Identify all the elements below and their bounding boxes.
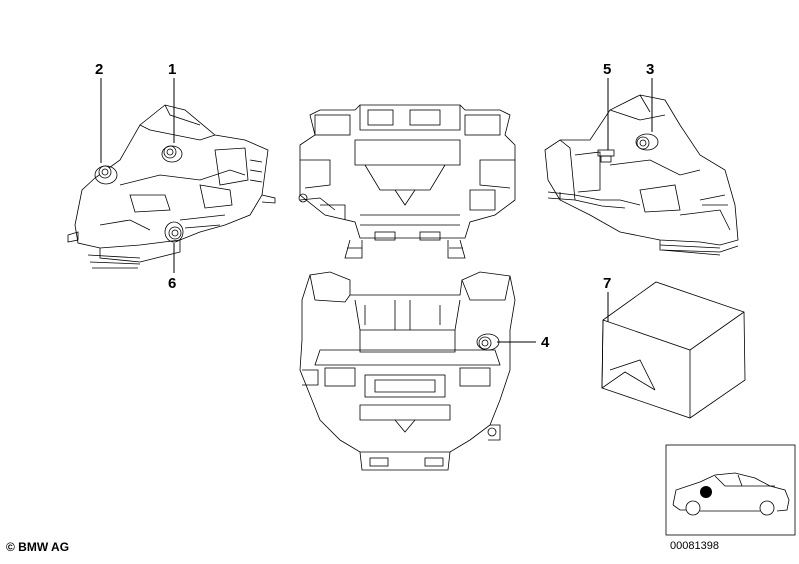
copyright-label: © BMW AG [6,540,70,554]
callout-1: 1 [168,61,176,78]
callout-4: 4 [541,334,550,351]
package-box [601,281,746,419]
callout-6: 6 [168,275,176,292]
heater-unit-front [298,104,516,259]
leader-lines [100,78,653,343]
heater-unit-rear [299,271,516,471]
callout-7: 7 [603,275,611,292]
heater-unit-right [544,94,739,256]
document-number: 00081398 [670,540,719,552]
vehicle-location-inset [665,444,796,536]
callout-2: 2 [95,61,103,78]
heater-unit-left [67,104,276,269]
callout-5: 5 [603,61,611,78]
callout-3: 3 [646,61,654,78]
